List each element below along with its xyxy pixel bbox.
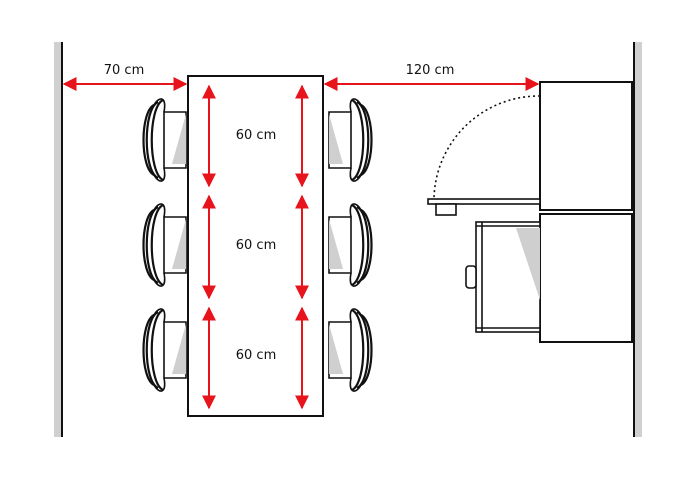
chair-icon <box>327 97 373 183</box>
cabinet-icon <box>427 81 633 216</box>
chair-icon <box>327 202 373 288</box>
seat-spacing-label: 60 cm <box>236 128 277 143</box>
chair-icon <box>142 202 188 288</box>
seat-spacing-label: 60 cm <box>236 238 277 253</box>
right-wall <box>634 42 642 437</box>
right-clearance-label: 120 cm <box>406 63 455 78</box>
chair-icon <box>142 97 188 183</box>
dishwasher-icon <box>465 213 633 343</box>
left-wall <box>54 42 62 437</box>
left-clearance-label: 70 cm <box>104 63 145 78</box>
chair-icon <box>142 307 188 393</box>
chair-icon <box>327 307 373 393</box>
seat-spacing-label: 60 cm <box>236 348 277 363</box>
